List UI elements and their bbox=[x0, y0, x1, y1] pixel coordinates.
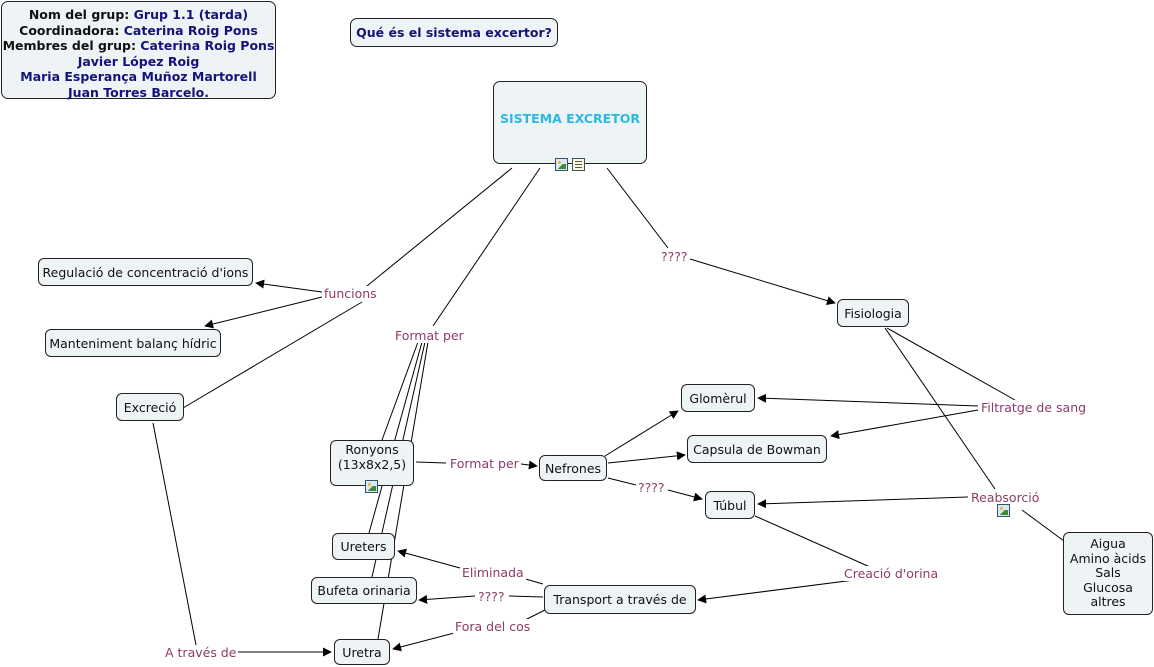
link-filtratge-bowman bbox=[830, 409, 979, 440]
link-excrecio-a-traves bbox=[152, 422, 197, 646]
node-tubul[interactable]: Túbul bbox=[705, 491, 755, 519]
node-nefrones[interactable]: Nefrones bbox=[539, 455, 607, 481]
member-name: Javier López Roig bbox=[77, 53, 200, 69]
node-manteniment[interactable]: Manteniment balanç hídric bbox=[45, 329, 221, 357]
node-ronyons[interactable]: Ronyons (13x8x2,5) bbox=[330, 440, 414, 493]
group-info-box: Nom del grup: Grup 1.1 (tarda) Coordinad… bbox=[1, 1, 276, 100]
link-root-q1 bbox=[606, 167, 669, 249]
link-transport-fora bbox=[524, 609, 546, 621]
node-excrecio-label: Excreció bbox=[123, 399, 177, 415]
node-transport-label: Transport a través de bbox=[553, 592, 687, 607]
node-bufeta-label: Bufeta orinaria bbox=[317, 583, 411, 598]
label-fora-del-cos[interactable]: Fora del cos bbox=[453, 619, 533, 634]
node-manteniment-label: Manteniment balanç hídric bbox=[49, 335, 217, 351]
root-node-sistema-excretor[interactable]: SISTEMA EXCRETOR bbox=[493, 81, 647, 171]
label-a-traves-de[interactable]: A través de bbox=[163, 645, 239, 660]
link-reabsorcio-substancies bbox=[1021, 509, 1065, 542]
link-funcions-excrecio bbox=[182, 301, 363, 409]
coord-label: Coordinadora: bbox=[19, 22, 120, 38]
member-name: Juan Torres Barcelo. bbox=[68, 84, 209, 100]
image-icon[interactable] bbox=[555, 158, 568, 171]
membres-label: Membres del grup: bbox=[2, 38, 136, 53]
link-fora-uretra bbox=[392, 631, 459, 652]
node-bowman[interactable]: Capsula de Bowman bbox=[687, 435, 827, 463]
substancia-item: Sals bbox=[1095, 565, 1121, 581]
node-fisiologia-label: Fisiologia bbox=[844, 305, 902, 321]
nom-value: Grup 1.1 (tarda) bbox=[133, 7, 249, 22]
label-unknown[interactable]: ???? bbox=[636, 480, 667, 495]
label-unknown[interactable]: ???? bbox=[659, 249, 690, 264]
link-ronyons-format bbox=[415, 461, 447, 464]
member-name: Maria Esperança Muñoz Martorell bbox=[20, 69, 257, 84]
substancia-item: Glucosa bbox=[1083, 579, 1133, 595]
label-eliminada[interactable]: Eliminada bbox=[460, 565, 526, 580]
link-nefrones-q2 bbox=[607, 477, 637, 486]
node-nefrones-label: Nefrones bbox=[544, 460, 602, 476]
image-icon[interactable] bbox=[365, 480, 378, 493]
node-ronyons-label: Ronyons bbox=[345, 442, 399, 457]
link-q2-tubul bbox=[667, 489, 703, 502]
link-root-funcions bbox=[361, 167, 513, 291]
node-ronyons-size: (13x8x2,5) bbox=[337, 457, 407, 472]
substancia-item: Amino àcids bbox=[1069, 550, 1147, 566]
nom-label: Nom del grup: bbox=[28, 7, 130, 22]
label-reabsorcio[interactable]: Reabsorció bbox=[969, 490, 1042, 505]
node-substancies[interactable]: Aigua Amino àcids Sals Glucosa altres bbox=[1063, 532, 1153, 615]
link-funcions-regulacio bbox=[255, 279, 323, 293]
label-filtratge[interactable]: Filtratge de sang bbox=[979, 400, 1089, 415]
link-transport-q3 bbox=[508, 595, 544, 598]
link-reabsorcio-tubul bbox=[757, 496, 969, 509]
question-box[interactable]: Qué és el sistema excertor? bbox=[350, 18, 558, 47]
image-icon[interactable] bbox=[997, 504, 1010, 517]
link-eliminada-ureters bbox=[397, 548, 461, 569]
link-filtratge-glomerul bbox=[757, 393, 979, 407]
question-text: Qué és el sistema excertor? bbox=[356, 25, 552, 40]
node-glomerul[interactable]: Glomèrul bbox=[681, 384, 755, 412]
link-funcions-manteniment bbox=[204, 296, 323, 329]
node-glomerul-label: Glomèrul bbox=[689, 390, 747, 406]
link-format-ureters bbox=[368, 341, 423, 534]
label-funcions[interactable]: funcions bbox=[322, 286, 379, 301]
substancia-item: altres bbox=[1090, 594, 1126, 610]
node-bowman-label: Capsula de Bowman bbox=[693, 441, 821, 457]
link-format-ronyons bbox=[381, 341, 419, 441]
link-nefrones-bowman bbox=[607, 451, 686, 464]
link-tubul-creacio bbox=[754, 515, 871, 568]
link-q3-bufeta bbox=[418, 594, 476, 604]
node-fisiologia[interactable]: Fisiologia bbox=[837, 299, 909, 327]
link-creacio-transport bbox=[697, 577, 871, 604]
label-format-per[interactable]: Format per bbox=[393, 328, 466, 343]
label-creacio-orina[interactable]: Creació d'orina bbox=[842, 566, 941, 581]
label-unknown[interactable]: ???? bbox=[476, 589, 507, 604]
link-nefrones-glomerul bbox=[604, 410, 679, 457]
node-ureters[interactable]: Ureters bbox=[332, 533, 395, 560]
link-q1-fisiologia bbox=[689, 258, 836, 305]
coord-value: Caterina Roig Pons bbox=[123, 22, 258, 38]
document-icon[interactable] bbox=[572, 158, 585, 171]
link-fisiologia-filtratge bbox=[886, 327, 1016, 401]
link-format-nefrones bbox=[520, 460, 538, 470]
node-excrecio[interactable]: Excreció bbox=[116, 393, 184, 421]
node-transport[interactable]: Transport a través de bbox=[544, 585, 696, 614]
node-regulacio-label: Regulació de concentració d'ions bbox=[42, 264, 249, 280]
substancia-item: Aigua bbox=[1090, 536, 1126, 552]
root-title: SISTEMA EXCRETOR bbox=[499, 111, 641, 126]
node-bufeta[interactable]: Bufeta orinaria bbox=[311, 577, 417, 604]
label-format-per[interactable]: Format per bbox=[448, 456, 521, 471]
node-ureters-label: Ureters bbox=[340, 539, 387, 554]
node-uretra[interactable]: Uretra bbox=[334, 639, 390, 665]
link-fisiologia-reabsorcio bbox=[884, 327, 996, 490]
member-name: Caterina Roig Pons bbox=[140, 38, 275, 53]
node-tubul-label: Túbul bbox=[713, 497, 747, 513]
node-regulacio[interactable]: Regulació de concentració d'ions bbox=[38, 258, 253, 286]
link-root-format-per bbox=[432, 167, 541, 327]
node-uretra-label: Uretra bbox=[342, 644, 382, 660]
